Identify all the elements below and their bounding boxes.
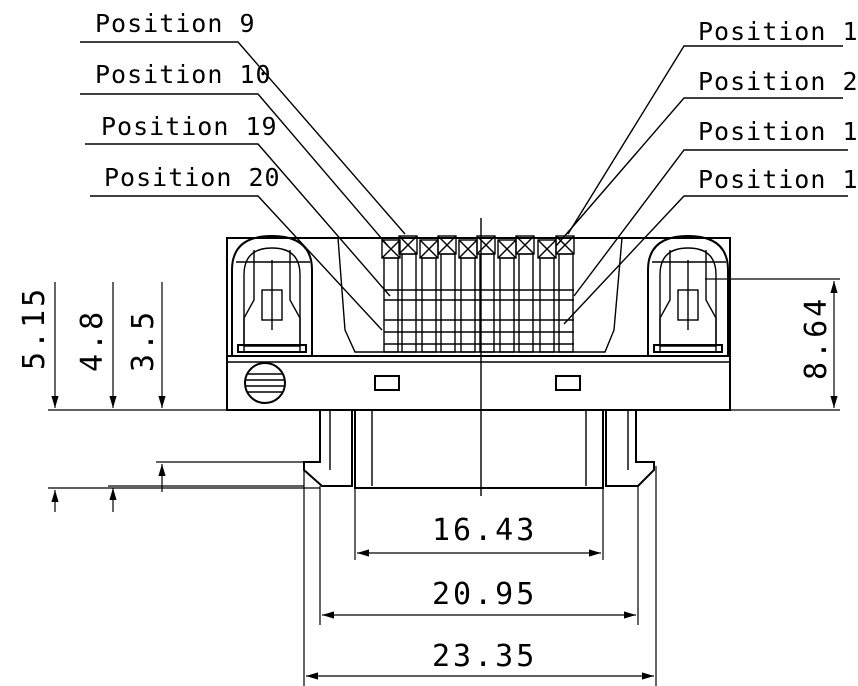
label-position-20: Position 20: [104, 163, 281, 192]
leader-position-9: [80, 41, 406, 235]
label-position-1: Position 1: [698, 17, 858, 46]
flange: [226, 355, 731, 411]
lower-shell: [303, 409, 655, 489]
label-position-2: Position 2: [698, 67, 858, 96]
label-position-19: Position 19: [101, 112, 278, 141]
dim-23-35: 23.35: [432, 639, 537, 674]
label-position-9: Position 9: [95, 9, 256, 38]
label-position-12: Position 12: [698, 165, 858, 194]
dim-5-15: 5.15: [17, 286, 52, 370]
leader-position-2: [555, 97, 843, 247]
leader-position-12: [563, 195, 848, 325]
dim-8-64: 8.64: [799, 296, 834, 380]
leader-position-19: [85, 143, 391, 297]
pin-bodies: [383, 253, 574, 353]
connector-body: [226, 218, 731, 496]
contact-row-second: [381, 239, 557, 259]
screw-icon: [244, 362, 286, 404]
leader-position-20: [90, 195, 383, 331]
flange-slot-left: [374, 375, 400, 391]
dim-4-8: 4.8: [75, 309, 110, 372]
dim-16-43: 16.43: [432, 513, 537, 548]
leader-position-1: [567, 45, 843, 235]
label-position-11: Position 11: [698, 117, 858, 146]
dim-3-5: 3.5: [126, 309, 161, 372]
right-leaders: Position 1 Position 2 Position 11 Positi…: [555, 17, 858, 325]
leader-position-11: [573, 149, 848, 297]
label-position-10: Position 10: [95, 60, 272, 89]
left-leaders: Position 9 Position 10 Position 19 Posit…: [80, 9, 406, 331]
horizontal-dimensions: 16.43 20.95 23.35: [303, 466, 657, 686]
leader-position-10: [80, 93, 389, 247]
right-boss: [647, 234, 729, 356]
left-boss: [231, 234, 313, 356]
vertical-dimensions: 5.15 4.8 3.5 8.64: [17, 278, 840, 512]
dim-20-95: 20.95: [432, 577, 537, 612]
upper-housing: [226, 237, 731, 357]
flange-slot-right: [555, 375, 581, 391]
